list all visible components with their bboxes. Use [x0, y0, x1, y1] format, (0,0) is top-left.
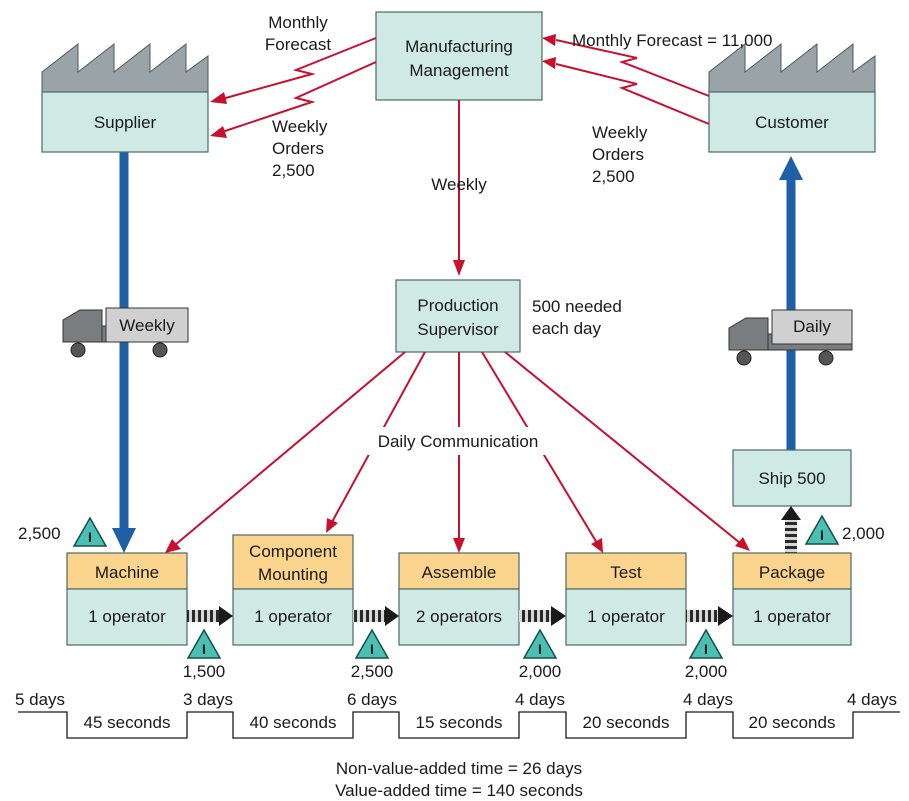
process-assemble: Assemble 2 operators [398, 552, 520, 646]
daily-comm-label-bg [356, 427, 556, 455]
process-name: Assemble [422, 563, 497, 582]
svg-text:I: I [704, 641, 708, 657]
daily-comm-to-package [504, 351, 750, 551]
process-operators: 1 operator [88, 607, 166, 626]
supplier-label: Supplier [94, 113, 157, 132]
customer-orders-line1: Weekly [592, 123, 648, 142]
inventory-icon: I [72, 516, 108, 547]
customer-factory: Customer [708, 42, 876, 153]
customer-shipment-arrow [779, 156, 803, 450]
inventory-icon: I [354, 628, 390, 659]
package-to-ship-push-arrow [781, 506, 801, 554]
inventory-before-machine: 2,500 [18, 524, 61, 543]
process-operators: 1 operator [587, 607, 665, 626]
process-name: Machine [95, 563, 159, 582]
ship-label: Ship 500 [758, 469, 825, 488]
supervisor-line1: Production [417, 296, 498, 315]
management-line1: Manufacturing [405, 37, 513, 56]
inventory-after-machine: 1,500 [183, 662, 226, 681]
ship-box: Ship 500 [732, 449, 852, 507]
management-line2: Management [409, 61, 509, 80]
svg-text:I: I [370, 641, 374, 657]
process-package: Package 1 operator [732, 552, 852, 646]
customer-orders-qty: 2,500 [592, 167, 635, 186]
manufacturing-management-box: Manufacturing Management [375, 11, 543, 101]
supervisor-note-line2: each day [532, 319, 601, 338]
supplier-forecast-line2: Forecast [265, 35, 331, 54]
process-machine: Machine 1 operator [66, 552, 188, 646]
process-name: Component [249, 542, 337, 561]
supplier-factory: Supplier [41, 42, 209, 153]
timeline-seconds: 45 seconds [84, 713, 171, 732]
svg-text:I: I [538, 641, 542, 657]
weekly-schedule-label: Weekly [431, 175, 487, 194]
orders-to-supplier-arrow [210, 61, 377, 138]
inventory-icon: I [186, 628, 222, 659]
supervisor-note-line1: 500 needed [532, 297, 622, 316]
push-arrow-3 [519, 606, 566, 626]
inventory-after-package: 2,000 [842, 524, 885, 543]
timeline-seconds: 20 seconds [749, 713, 836, 732]
timeline-seconds: 20 seconds [583, 713, 670, 732]
inventory-after-test: 2,000 [685, 662, 728, 681]
daily-comm-label: Daily Communication [378, 432, 539, 451]
timeline-days: 6 days [347, 690, 397, 709]
inventory-after-assemble: 2,000 [519, 662, 562, 681]
timeline-line [18, 711, 900, 739]
customer-truck-label: Daily [793, 317, 831, 336]
supplier-orders-line1: Weekly [272, 117, 328, 136]
process-name: Package [759, 563, 825, 582]
non-value-added-summary: Non-value-added time = 26 days [336, 759, 582, 778]
process-name: Test [610, 563, 641, 582]
push-arrow-4 [686, 606, 733, 626]
timeline-days: 4 days [515, 690, 565, 709]
svg-text:I: I [202, 641, 206, 657]
process-operators: 1 operator [254, 607, 332, 626]
customer-truck-icon: Daily [728, 309, 853, 366]
forecast-from-customer-arrow [542, 34, 710, 97]
weekly-schedule-arrow [453, 100, 465, 276]
production-supervisor-box: Production Supervisor [395, 279, 521, 353]
supervisor-line2: Supervisor [417, 320, 499, 339]
timeline-days: 4 days [847, 690, 897, 709]
supplier-truck-icon: Weekly [62, 307, 189, 358]
value-added-summary: Value-added time = 140 seconds [335, 781, 583, 800]
customer-orders-line2: Orders [592, 145, 644, 164]
forecast-to-supplier-arrow [210, 37, 377, 104]
supplier-orders-line2: Orders [272, 139, 324, 158]
timeline-seconds: 15 seconds [416, 713, 503, 732]
daily-comm-to-machine [165, 351, 406, 553]
orders-from-customer-arrow [542, 57, 710, 125]
timeline-days: 5 days [15, 690, 65, 709]
process-name-line2: Mounting [258, 565, 328, 584]
supplier-forecast-line1: Monthly [268, 13, 328, 32]
supplier-orders-qty: 2,500 [272, 161, 315, 180]
process-operators: 1 operator [753, 607, 831, 626]
svg-text:I: I [820, 527, 824, 543]
supplier-shipment-arrow [112, 152, 136, 553]
svg-text:I: I [88, 529, 92, 545]
push-arrow-2 [353, 606, 399, 626]
inventory-icon: I [522, 628, 558, 659]
process-operators: 2 operators [416, 607, 502, 626]
supplier-truck-label: Weekly [119, 316, 175, 335]
timeline-days: 4 days [683, 690, 733, 709]
inventory-icon: I [688, 628, 724, 659]
process-component-mounting: Component Mounting 1 operator [232, 534, 354, 646]
timeline-seconds: 40 seconds [250, 713, 337, 732]
inventory-after-component: 2,500 [351, 662, 394, 681]
inventory-icon: I [804, 514, 840, 545]
customer-forecast-label: Monthly Forecast = 11,000 [572, 31, 773, 50]
customer-label: Customer [755, 113, 829, 132]
timeline-days: 3 days [183, 690, 233, 709]
push-arrow-1 [187, 606, 233, 626]
process-test: Test 1 operator [565, 552, 687, 646]
